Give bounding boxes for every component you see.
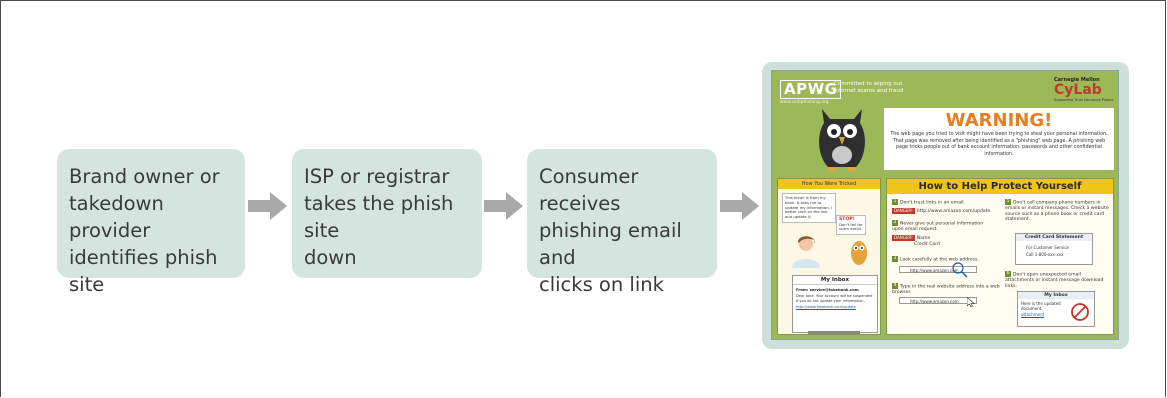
step-text: Consumer receives phishing email and cli… [539,165,682,296]
cylab-logo: Carnegie Mellon CyLab Supporting Trust D… [1054,77,1114,102]
arrow-right-icon [484,192,523,220]
tip-text: Never give out personal information upon… [892,221,984,233]
url-bar-1: http://www.amazon.com [899,266,977,273]
owl-small-icon [851,241,867,265]
tip-text: Type in the real website address into a … [892,284,1000,296]
poster-body: How You Were Tricked This email is from … [772,174,1118,339]
warning-title: WARNING! [945,110,1053,131]
danger-url-row: DANGER!http://www.amazon.com/update [892,208,1002,215]
step-text: Brand owner or takedown provider identif… [69,165,220,296]
danger-form-row: DANGER!Name Credit Card [892,235,1002,247]
person-icon [792,236,820,268]
url-bar-2: http://www.amazon.com [899,297,977,304]
protect-heading: How to Help Protect Yourself [887,179,1113,194]
credit-card-statement: Credit Card Statement For Customer Servi… [1015,233,1093,265]
credit-card-phone: Call 1-800-xxx-xxx [1026,252,1064,257]
tip-number: 2 [892,220,898,226]
cylab-sub: Supporting Trust Decisions Project [1054,98,1114,102]
tip-number: 3 [892,256,898,262]
stop-bubble: STOP! Don't fall for scam email. [836,215,866,235]
warning-box: WARNING! The web page you tried to visit… [884,108,1114,170]
danger-form-card: Credit Card [914,241,941,247]
step-isp-registrar: ISP or registrar takes the phish site do… [292,149,482,278]
danger-form-name: Name [916,236,931,241]
warning-poster: APWG www.antiphishing.org Committed to w… [771,70,1119,340]
inbox2-title: My Inbox [1018,292,1094,299]
tricked-heading: How You Were Tricked [778,179,880,189]
credit-card-title: Credit Card Statement [1016,234,1092,241]
cmu-label: Carnegie Mellon [1054,77,1100,83]
inbox-from: From: service@fakebank.com [796,287,859,292]
tip-text: Don't call company phone numbers in emai… [1005,200,1109,223]
no-symbol-icon [1071,303,1089,321]
tip-text: Don't open unexpected email attachments … [1005,272,1104,289]
email-thought-bubble: This email is from my bank. It asks me t… [782,193,836,223]
tricked-panel: How You Were Tricked This email is from … [777,178,881,335]
stop-title: STOP! [839,217,855,222]
danger-url: http://www.amazon.com/update [916,209,991,214]
owl-icon [819,109,865,171]
poster-header: APWG www.antiphishing.org Committed to w… [772,71,1118,174]
danger-label: DANGER! [892,208,915,214]
cylab-label: CyLab [1054,82,1102,98]
laptop-screen: My Inbox From: service@fakebank.com Dear… [792,275,878,333]
cursor-icon [967,297,975,307]
tip-number: 6 [1005,271,1011,277]
stop-text: Don't fall for scam email. [839,221,863,232]
tip-number: 4 [892,283,898,289]
tip-text: Look carefully at the web address. [900,257,979,263]
laptop-base [808,331,860,334]
arrow-right-icon [248,192,287,220]
inbox-attachment-card: My Inbox Here is the updated document. a… [1017,291,1095,327]
danger-label: DANGER! [892,235,915,241]
inbox2-link: attachment [1021,312,1045,318]
apwg-logo: APWG [780,80,842,99]
inbox2-text: Here is the updated document. [1021,301,1061,311]
tip-text: Don't trust links in an email. [900,200,965,206]
inbox-body: Dear Jane, Your account will be suspende… [796,294,873,303]
arrow-right-icon [720,192,759,220]
inbox-title: My Inbox [793,276,877,285]
inbox-link: http://www.fakebank.com/update [796,305,856,309]
step-text: ISP or registrar takes the phish site do… [304,165,454,269]
tip-number: 5 [1005,199,1011,205]
warning-text: The web page you tried to visit might ha… [890,132,1108,157]
step-consumer: Consumer receives phishing email and cli… [527,149,717,296]
tip-number: 1 [892,199,898,205]
credit-card-service: For Customer Service [1026,245,1070,250]
apwg-tagline: Committed to wiping out internet scams a… [834,81,904,94]
magnifier-icon [952,262,968,278]
step-brand-owner: Brand owner or takedown provider identif… [57,149,245,296]
apwg-url: www.antiphishing.org [780,100,829,105]
